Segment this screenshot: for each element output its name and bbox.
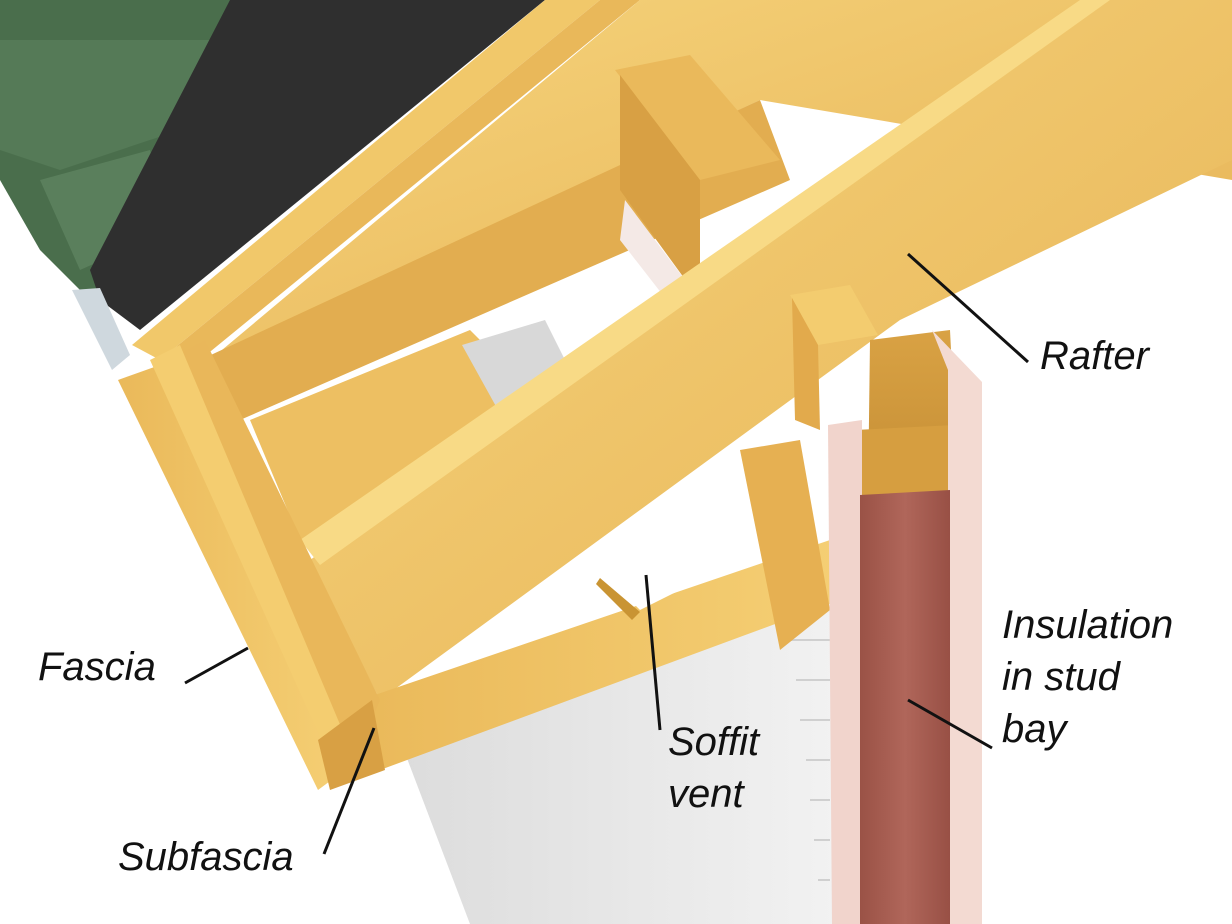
blocking-top bbox=[615, 55, 780, 180]
wall-shadow bbox=[400, 590, 840, 924]
rafter-tail-lower bbox=[250, 330, 560, 540]
soffit-vent-edge bbox=[596, 578, 640, 620]
insulation-leader bbox=[907, 698, 993, 750]
subfascia-leader bbox=[322, 727, 376, 855]
soffit-vent-label-line1: Soffit bbox=[668, 720, 760, 764]
blocking-face bbox=[620, 75, 700, 300]
wall-stud-lower bbox=[740, 440, 830, 650]
rafter-label: Rafter bbox=[1040, 334, 1149, 378]
insulation-label-line2: in stud bbox=[1002, 655, 1120, 699]
insulation-label-line3: bay bbox=[1002, 707, 1067, 751]
leader-lines bbox=[184, 252, 1030, 855]
soffit-board bbox=[360, 540, 840, 770]
stud-block bbox=[792, 298, 820, 430]
fascia-label: Fascia bbox=[38, 645, 156, 689]
fascia-leader bbox=[184, 646, 249, 685]
wall-drywall bbox=[932, 330, 982, 924]
top-plate-face bbox=[855, 425, 955, 500]
soffit-vent-opening bbox=[605, 540, 700, 610]
insulation-label: Insulation in stud bay bbox=[1002, 599, 1173, 755]
main-rafter bbox=[310, 0, 1232, 700]
soffit-vent-label-line2: vent bbox=[668, 772, 744, 816]
drip-edge bbox=[72, 288, 130, 370]
fascia-face bbox=[150, 345, 355, 770]
roof-board-edge bbox=[160, 0, 640, 360]
insulation-label-line1: Insulation bbox=[1002, 603, 1174, 647]
insulation bbox=[860, 490, 950, 924]
fascia-end bbox=[318, 700, 385, 790]
siding-teeth bbox=[790, 639, 830, 881]
soffit-vent-leader bbox=[644, 574, 662, 731]
soffit-vent-label: Soffit vent bbox=[668, 716, 759, 820]
subfascia-label: Subfascia bbox=[118, 835, 294, 879]
underlayment bbox=[90, 0, 545, 330]
wall-sheathing bbox=[828, 420, 862, 924]
rafter-leader bbox=[906, 252, 1030, 364]
roof-sheathing bbox=[132, 0, 600, 360]
stud-block-top bbox=[790, 285, 878, 345]
shingle-tab-1 bbox=[0, 40, 240, 170]
fascia-board bbox=[118, 365, 345, 790]
main-rafter-top bbox=[300, 0, 1110, 565]
